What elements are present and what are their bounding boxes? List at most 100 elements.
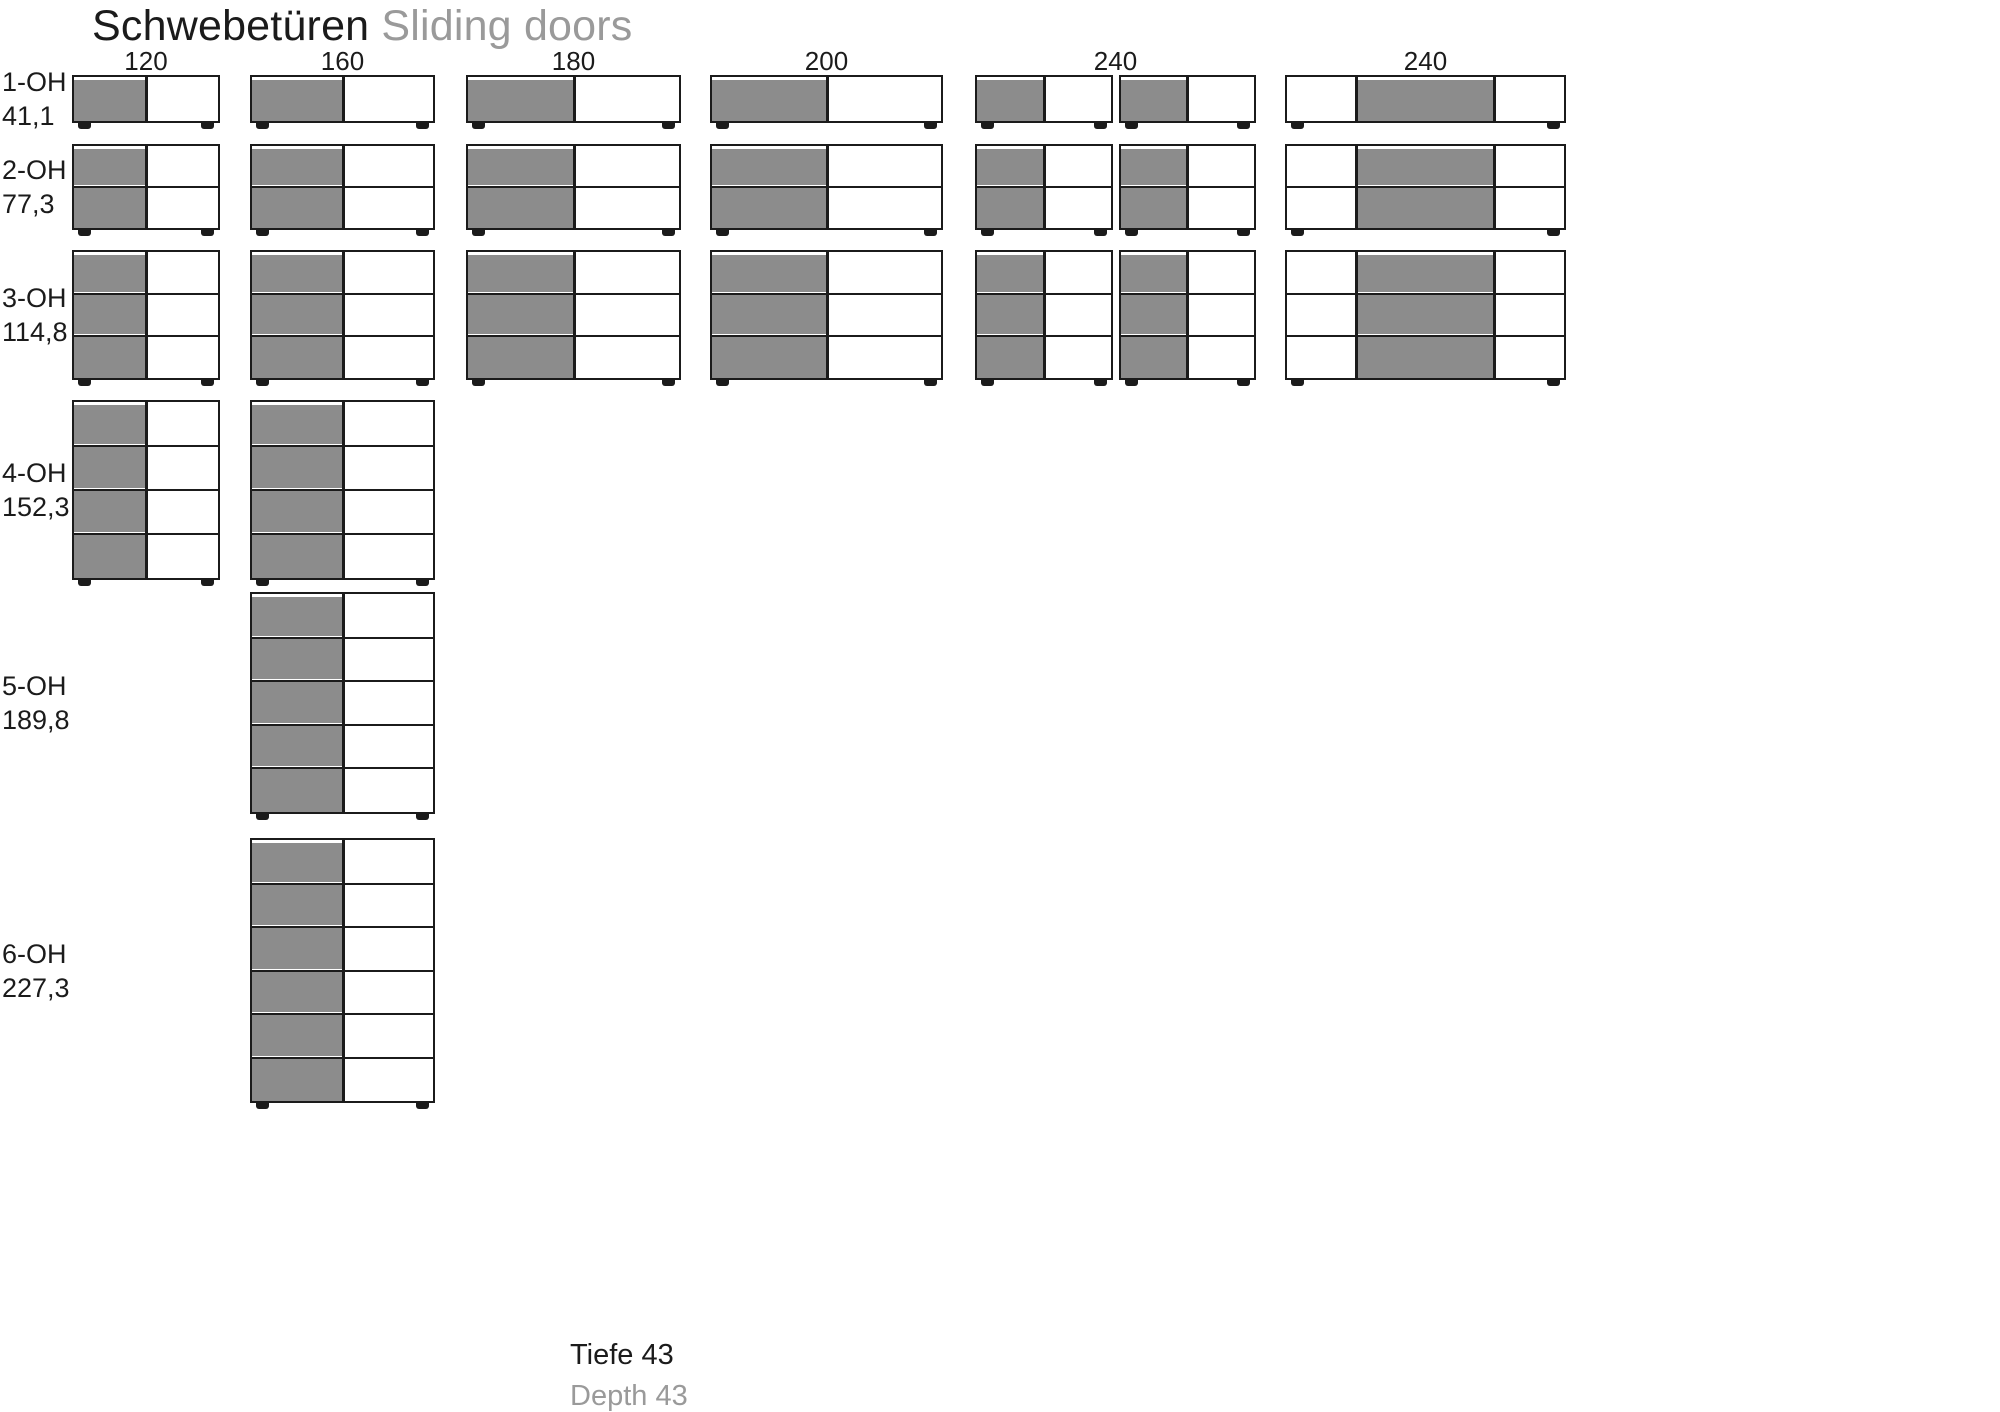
cabinet-r3-c160-unit0: [250, 250, 435, 380]
cabinet-r2-c120-unit0: [72, 144, 220, 230]
door-shelf-line: [977, 334, 1043, 337]
cabinet-foot: [716, 122, 729, 129]
cabinet-foot: [201, 579, 214, 586]
column-header-200-3: 200: [804, 46, 849, 76]
cabinet-r2-c240b-unit0: [1285, 144, 1566, 230]
door-top-reveal: [712, 77, 826, 80]
cabinet-foot: [1124, 229, 1138, 236]
cabinet-foot: [472, 122, 485, 129]
door-shelf-line: [252, 292, 342, 295]
door-shelf-line: [252, 635, 342, 639]
cabinet-foot: [78, 122, 91, 129]
column-header-160-1: 160: [320, 46, 365, 76]
cabinet-r3-c240a-unit0: [975, 250, 1113, 380]
cabinet-foot: [1547, 229, 1560, 236]
sliding-door-panel[interactable]: [74, 77, 148, 121]
cabinet-foot: [256, 1102, 269, 1109]
sliding-door-panel[interactable]: [977, 252, 1046, 378]
sliding-door-panel[interactable]: [1120, 77, 1190, 121]
cabinet-foot: [662, 122, 675, 129]
sliding-door-panel[interactable]: [977, 146, 1046, 228]
cabinet-foot: [1237, 229, 1250, 236]
sliding-door-panel[interactable]: [1120, 252, 1190, 378]
cabinet-r1-c240b-unit0: [1285, 75, 1566, 123]
door-top-reveal: [74, 77, 145, 80]
door-shelf-line: [252, 444, 342, 447]
door-top-reveal: [977, 146, 1043, 149]
door-shelf-line: [712, 185, 826, 188]
cabinet-foot: [416, 813, 429, 820]
row-label-height: 189,8: [2, 705, 70, 735]
door-shelf-line: [74, 185, 145, 188]
cabinet-r2-c240a-unit0: [975, 144, 1113, 230]
cabinet-r3-c240b-unit0: [1285, 250, 1566, 380]
cabinet-foot: [1093, 122, 1107, 129]
sliding-door-panel[interactable]: [74, 402, 148, 578]
cabinet-r1-c240a-unit1: [1118, 75, 1256, 123]
door-shelf-line: [252, 925, 342, 928]
door-shelf-line: [977, 185, 1043, 188]
page-title-en: Sliding doors: [381, 2, 633, 50]
depth-note-de: Tiefe 43: [570, 1339, 674, 1371]
depth-note: Tiefe 43 Depth 43: [570, 1335, 688, 1412]
door-top-reveal: [1120, 146, 1187, 149]
cabinet-r1-c180-unit0: [466, 75, 681, 123]
sliding-door-panel[interactable]: [468, 252, 576, 378]
sliding-door-panel[interactable]: [468, 146, 576, 228]
sliding-door-panel[interactable]: [1355, 252, 1496, 378]
cabinet-r3-c200-unit0: [710, 250, 943, 380]
row-label-r5: 5-OH 189,8: [2, 669, 88, 737]
column-header-180-2: 180: [551, 46, 596, 76]
sliding-door-panel[interactable]: [1120, 146, 1190, 228]
sliding-door-panel[interactable]: [468, 77, 576, 121]
sliding-door-panel[interactable]: [74, 252, 148, 378]
cabinet-r3-c180-unit0: [466, 250, 681, 380]
door-shelf-line: [1358, 185, 1493, 188]
cabinet-foot: [981, 379, 994, 386]
door-shelf-line: [977, 292, 1043, 295]
sliding-door-panel[interactable]: [712, 252, 829, 378]
sliding-door-panel[interactable]: [1355, 77, 1496, 121]
door-shelf-line: [468, 292, 573, 295]
door-shelf-line: [252, 185, 342, 188]
sliding-door-panel[interactable]: [252, 594, 345, 812]
sliding-door-panel[interactable]: [977, 77, 1046, 121]
sliding-door-panel[interactable]: [712, 77, 829, 121]
door-shelf-line: [1120, 334, 1187, 337]
door-shelf-line: [252, 532, 342, 535]
door-top-reveal: [74, 402, 145, 405]
sliding-door-panel[interactable]: [252, 840, 345, 1101]
cabinet-foot: [472, 379, 485, 386]
cabinet-r2-c240a-unit1: [1118, 144, 1256, 230]
row-label-oh: 1-OH: [2, 67, 67, 97]
sliding-door-panel[interactable]: [1355, 146, 1496, 228]
sliding-door-panel[interactable]: [252, 252, 345, 378]
cabinet-foot: [1237, 379, 1250, 386]
sliding-door-panel[interactable]: [252, 402, 345, 578]
door-shelf-line: [252, 1055, 342, 1059]
sliding-door-panel[interactable]: [252, 77, 345, 121]
door-top-reveal: [468, 77, 573, 80]
cabinet-foot: [201, 379, 214, 386]
door-shelf-line: [1120, 185, 1187, 188]
door-top-reveal: [977, 77, 1043, 80]
sliding-door-panel[interactable]: [252, 146, 345, 228]
row-label-oh: 5-OH: [2, 671, 67, 701]
door-top-reveal: [74, 146, 145, 149]
door-shelf-line: [252, 722, 342, 726]
cabinet-r6-c160-unit0: [250, 838, 435, 1103]
cabinet-r3-c240a-unit1: [1118, 250, 1256, 380]
door-shelf-line: [468, 334, 573, 337]
row-label-height: 41,1: [2, 101, 55, 131]
door-shelf-line: [74, 532, 145, 535]
sliding-door-panel[interactable]: [74, 146, 148, 228]
door-top-reveal: [712, 146, 826, 149]
sliding-door-panel[interactable]: [712, 146, 829, 228]
cabinet-foot: [1547, 122, 1560, 129]
row-label-height: 227,3: [2, 972, 70, 1003]
door-shelf-line: [252, 968, 342, 972]
row-label-oh: 2-OH: [2, 155, 67, 185]
door-shelf-line: [1358, 334, 1493, 337]
